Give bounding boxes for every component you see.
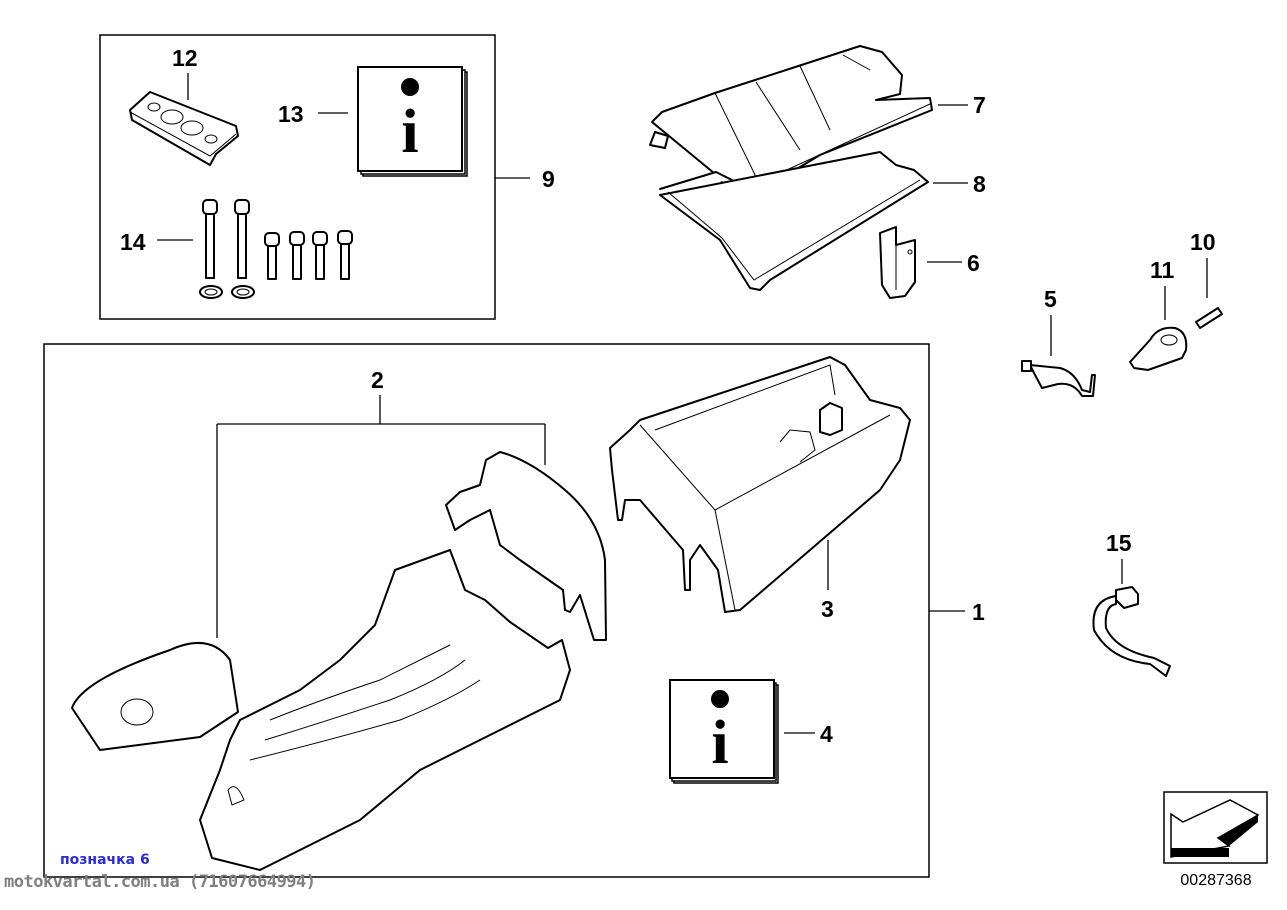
cable-strap-part[interactable] [1092,586,1171,677]
bracket-part[interactable] [879,226,916,299]
short-screw [312,231,328,280]
screw-set-part[interactable] [199,199,353,299]
kit-9-frame [99,34,496,320]
callout-11[interactable]: 11 [1150,257,1175,283]
callout-5[interactable]: 5 [1044,286,1057,312]
callout-15[interactable]: 15 [1106,530,1132,556]
spring-clip-part[interactable] [1021,360,1096,397]
info-sheet-4[interactable]: i [669,679,779,784]
inner-lining-part[interactable] [71,451,607,871]
info-sheet-13[interactable]: i [357,66,468,177]
long-screw [199,199,223,299]
mounting-plate-part[interactable] [129,91,239,166]
callout-12[interactable]: 12 [172,45,198,71]
pin-part[interactable] [1195,307,1223,329]
leader-2 [216,395,546,638]
long-screw [231,199,255,299]
callout-8[interactable]: 8 [973,171,986,197]
tag-label: позначка 6 [60,852,150,868]
kit-9-group: 9 12 13 i 14 [99,34,555,320]
storage-box-part[interactable] [609,356,911,613]
callout-9[interactable]: 9 [542,166,555,192]
info-icon-dot [711,690,729,708]
callout-4[interactable]: 4 [820,721,833,747]
callout-13[interactable]: 13 [278,101,304,127]
callout-10[interactable]: 10 [1190,229,1216,255]
short-screw [264,232,280,280]
info-icon: i [401,98,418,166]
callout-14[interactable]: 14 [120,229,146,255]
watermark: motokvartal.com.ua (71607664994) [4,872,316,892]
info-icon-dot [401,78,419,96]
callout-2[interactable]: 2 [371,367,384,393]
callout-7[interactable]: 7 [973,92,986,118]
document-number: 00287368 [1180,872,1251,889]
info-icon: i [711,709,728,777]
seal-frame-part[interactable] [659,151,929,291]
next-page-arrow[interactable] [1163,791,1268,864]
short-screw [337,230,353,280]
callout-3[interactable]: 3 [821,596,834,622]
lock-lever-part[interactable] [1129,326,1188,371]
short-screw [289,231,305,280]
callout-6[interactable]: 6 [967,250,980,276]
assembly-1-group: 1 2 3 i [43,343,985,878]
callout-1[interactable]: 1 [972,599,985,625]
